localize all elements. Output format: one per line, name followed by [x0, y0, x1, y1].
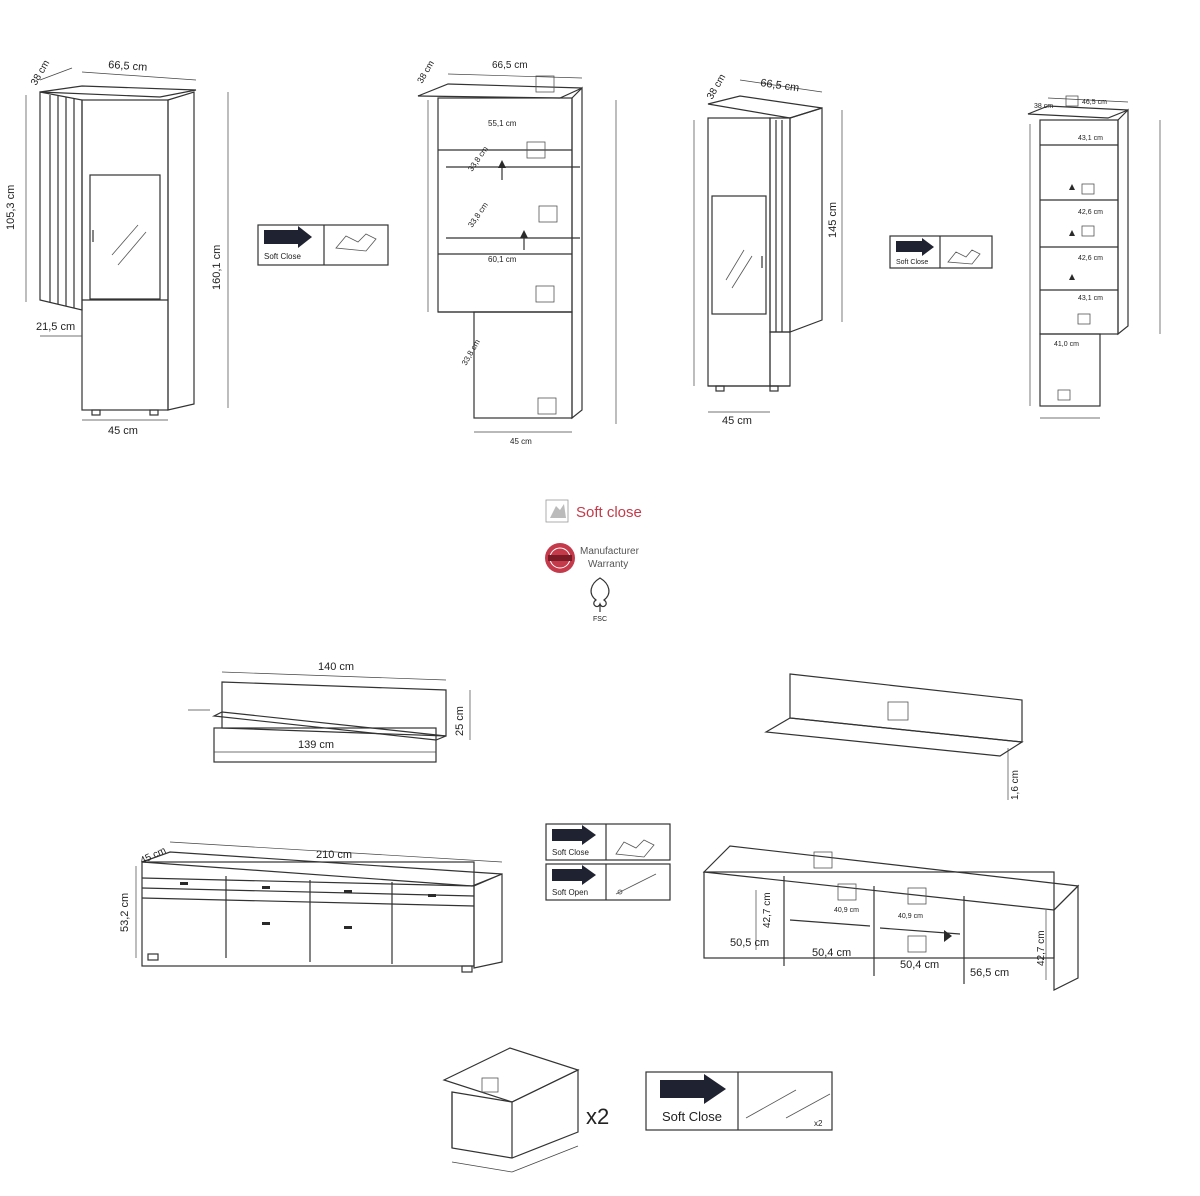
cab2-int-shelf-b-label: 42,6 cm	[1078, 209, 1103, 216]
fsc-label: FSC	[593, 616, 607, 623]
drawer-runner-icon	[745, 1089, 831, 1119]
tv-unit-interior	[702, 845, 1080, 991]
soft-close-badge-3	[545, 823, 671, 861]
tv-int-w1-label: 50,5 cm	[730, 937, 769, 949]
soft-close-badge-2	[889, 235, 993, 269]
cab1-depth-label: 38 cm	[29, 58, 52, 87]
cab2-int-shelf-a-label: 43,1 cm	[1078, 135, 1103, 142]
wall-shelf-dimensions	[188, 671, 471, 763]
soft-close-label-4: Soft Close	[662, 1109, 722, 1124]
wall-shelf-interior	[764, 673, 1024, 800]
cab1-int-depth-label: 38 cm	[415, 59, 436, 85]
shelf-width-bottom-label: 139 cm	[298, 739, 334, 751]
push-latch-icon	[615, 873, 657, 895]
cab1-int-depth-b-label: 33,8 cm	[466, 200, 490, 229]
cabinet-2-interior	[1027, 95, 1161, 419]
warranty-line-1: Manufacturer	[580, 546, 640, 557]
tv-width-label: 210 cm	[316, 849, 352, 861]
cab2-int-width-label: 46,5 cm	[1082, 99, 1107, 106]
fsc-tree-icon	[590, 577, 610, 612]
soft-close-label-2: Soft Close	[896, 259, 928, 266]
hinge-icon	[335, 233, 377, 252]
tv-int-d2-label: 40,9 cm	[898, 913, 923, 920]
cab1-int-width-label: 66,5 cm	[492, 60, 528, 71]
cab1-width-label: 66,5 cm	[108, 59, 148, 74]
cab2-base-label: 45 cm	[722, 415, 752, 427]
cabinet-1-interior	[417, 73, 617, 433]
tv-int-w3-label: 50,4 cm	[900, 959, 939, 971]
soft-close-label-3: Soft Close	[552, 848, 589, 857]
soft-open-badge	[545, 863, 671, 901]
cab1-int-depth-a-label: 33,8 cm	[466, 144, 490, 173]
hinge-icon-2	[947, 249, 981, 265]
cab1-int-shelf2-label: 60,1 cm	[488, 255, 517, 264]
cab1-base-label: 45 cm	[108, 425, 138, 437]
cab1-side-label: 21,5 cm	[36, 321, 75, 333]
tv-height-label: 53,2 cm	[119, 893, 131, 932]
soft-close-label-1: Soft Close	[264, 252, 301, 261]
soft-close-badge-4	[645, 1071, 833, 1131]
runner-multiplier: x2	[814, 1119, 823, 1128]
cab1-total-height-label: 160,1 cm	[211, 245, 223, 290]
drawer-diagram	[442, 1047, 580, 1173]
cab1-upper-height-label: 105,3 cm	[5, 185, 17, 230]
tv-int-w2-label: 50,4 cm	[812, 947, 851, 959]
cab1-int-depth-c-label: 33,8 cm	[460, 338, 482, 367]
cab2-width-label: 66,5 cm	[760, 77, 800, 94]
tv-unit-exterior	[135, 841, 503, 973]
cab1-int-base-label: 45 cm	[510, 437, 532, 446]
shelf-width-top-label: 140 cm	[318, 661, 354, 673]
tv-int-w4-label: 56,5 cm	[970, 967, 1009, 979]
cabinet-1-exterior	[25, 67, 229, 421]
cab1-int-shelf1-label: 55,1 cm	[488, 119, 517, 128]
soft-close-logo-text: Soft close	[576, 504, 642, 521]
drawer-multiplier: x2	[586, 1104, 609, 1129]
warranty-seal-icon	[545, 543, 575, 573]
cab2-depth-label: 38 cm	[705, 72, 728, 101]
soft-close-logo	[545, 499, 569, 523]
cabinet-2-exterior	[693, 79, 843, 413]
tv-int-h2-label: 42,7 cm	[1036, 930, 1047, 966]
shelf-thickness-label: 1,6 cm	[1010, 770, 1021, 800]
warranty-line-2: Warranty	[588, 559, 628, 570]
cab2-int-shelf-e-label: 41,0 cm	[1054, 341, 1079, 348]
hinge-icon-3	[615, 839, 655, 858]
soft-close-badge-1	[257, 224, 389, 266]
tv-int-d1-label: 40,9 cm	[834, 907, 859, 914]
cab2-height-label: 145 cm	[827, 202, 839, 238]
tv-int-h1-label: 42,7 cm	[762, 892, 773, 928]
shelf-height-label: 25 cm	[454, 706, 466, 736]
cab2-int-shelf-c-label: 42,6 cm	[1078, 255, 1103, 262]
cab2-int-shelf-d-label: 43,1 cm	[1078, 295, 1103, 302]
cab2-int-depth-label: 38 cm	[1034, 103, 1053, 110]
soft-open-label: Soft Open	[552, 888, 588, 897]
